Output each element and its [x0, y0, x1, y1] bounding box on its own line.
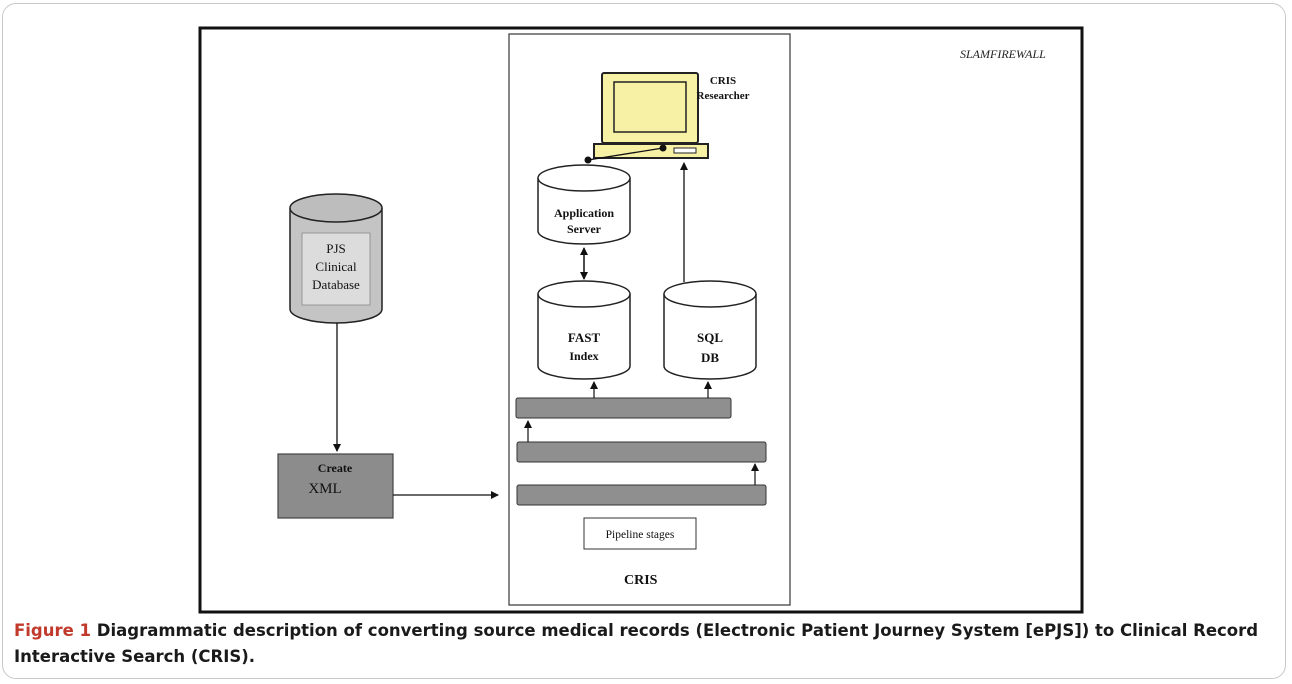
pjs-line1: PJS — [326, 241, 346, 256]
fast-index-cylinder — [537, 280, 631, 380]
application-server-cylinder — [537, 164, 631, 245]
sql-db-cylinder — [663, 280, 757, 380]
figure-caption: Figure 1 Diagrammatic description of con… — [14, 618, 1276, 670]
pjs-database-cylinder — [289, 193, 383, 324]
connector-dot-researcher — [659, 144, 667, 152]
pjs-line2: Clinical — [315, 259, 357, 274]
page-frame — [2, 3, 1286, 679]
caption-label: Figure 1 — [14, 621, 92, 640]
caption-text: Diagrammatic description of converting s… — [14, 621, 1259, 666]
connector-dot-appserver — [584, 156, 592, 164]
create-xml-line2: XML — [308, 481, 341, 497]
fast-index-line2: Index — [569, 349, 598, 363]
figure-canvas: SLAMFIREWALL CRIS CRIS Researcher Applic… — [198, 26, 1084, 614]
application-server-line1: Application — [554, 206, 614, 220]
sql-db-line2: DB — [701, 350, 719, 365]
create-xml-box — [277, 453, 394, 519]
pipeline-bar-top — [515, 397, 732, 419]
create-xml-line1: Create — [318, 461, 353, 475]
pipeline-bar-bottom — [516, 484, 767, 506]
fast-index-line1: FAST — [568, 330, 601, 345]
sql-db-line1: SQL — [697, 330, 723, 345]
researcher-label-line1: CRIS — [710, 75, 736, 87]
diagram: SLAMFIREWALL CRIS CRIS Researcher Applic… — [198, 26, 1084, 614]
application-server-line2: Server — [567, 222, 602, 236]
cris-label: CRIS — [624, 573, 658, 588]
computer-icon — [593, 72, 709, 159]
pjs-line3: Database — [312, 277, 360, 292]
firewall-label: SLAMFIREWALL — [960, 47, 1046, 61]
pipeline-stages-label: Pipeline stages — [606, 529, 675, 541]
connector-appserver-researcher — [587, 147, 664, 161]
researcher-label-line2: Researcher — [697, 90, 750, 102]
pipeline-stages-box — [583, 517, 697, 550]
pipeline-bar-middle — [516, 441, 767, 463]
